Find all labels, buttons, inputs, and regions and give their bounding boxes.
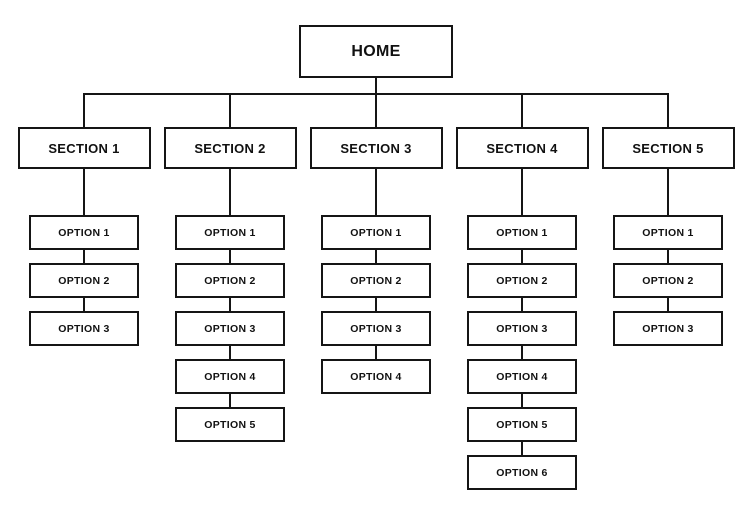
connector — [521, 250, 523, 263]
connector — [375, 346, 377, 359]
option-label: OPTION 1 — [204, 226, 256, 239]
section-5-option-3-node: OPTION 3 — [613, 311, 723, 346]
option-label: OPTION 2 — [496, 274, 548, 287]
connector — [83, 250, 85, 263]
section-2-node: SECTION 2 — [163, 127, 297, 169]
section-5-options-connector — [667, 169, 669, 215]
section-4-options-connector — [521, 169, 523, 215]
section-1-option-3-node: OPTION 3 — [29, 311, 139, 346]
column-section-3: SECTION 3 OPTION 1 OPTION 2 OPTION 3 OPT… — [309, 127, 443, 394]
option-label: OPTION 3 — [58, 322, 110, 335]
option-label: OPTION 3 — [350, 322, 402, 335]
section-1-option-2-node: OPTION 2 — [29, 263, 139, 298]
section-4-label: SECTION 4 — [486, 140, 558, 156]
section-4-option-6-node: OPTION 6 — [467, 455, 577, 490]
section-1-node: SECTION 1 — [17, 127, 151, 169]
home-stub-connector — [375, 78, 377, 93]
section-4-option-4-node: OPTION 4 — [467, 359, 577, 394]
section-1-option-1-node: OPTION 1 — [29, 215, 139, 250]
section-2-option-5-node: OPTION 5 — [175, 407, 285, 442]
connector — [229, 394, 231, 407]
section-5-label: SECTION 5 — [632, 140, 704, 156]
connector — [521, 346, 523, 359]
section-3-option-1-node: OPTION 1 — [321, 215, 431, 250]
section-3-option-2-node: OPTION 2 — [321, 263, 431, 298]
connector — [229, 250, 231, 263]
option-label: OPTION 2 — [642, 274, 694, 287]
option-label: OPTION 2 — [350, 274, 402, 287]
connector — [521, 298, 523, 311]
connector — [667, 298, 669, 311]
section-3-options-connector — [375, 169, 377, 215]
option-label: OPTION 3 — [496, 322, 548, 335]
section-1-label: SECTION 1 — [48, 140, 120, 156]
option-label: OPTION 1 — [496, 226, 548, 239]
option-label: OPTION 3 — [642, 322, 694, 335]
section-4-drop-connector — [521, 95, 523, 127]
section-1-drop-connector — [83, 95, 85, 127]
option-label: OPTION 6 — [496, 466, 548, 479]
section-2-drop-connector — [229, 95, 231, 127]
section-4-node: SECTION 4 — [455, 127, 589, 169]
option-label: OPTION 4 — [350, 370, 402, 383]
column-section-1: SECTION 1 OPTION 1 OPTION 2 OPTION 3 — [17, 127, 151, 346]
option-label: OPTION 5 — [204, 418, 256, 431]
section-3-option-3-node: OPTION 3 — [321, 311, 431, 346]
option-label: OPTION 5 — [496, 418, 548, 431]
section-5-drop-connector — [667, 95, 669, 127]
section-2-options-connector — [229, 169, 231, 215]
section-2-label: SECTION 2 — [194, 140, 266, 156]
option-label: OPTION 1 — [642, 226, 694, 239]
root-horizontal-connector — [83, 93, 669, 95]
section-3-drop-connector — [375, 95, 377, 127]
section-2-option-3-node: OPTION 3 — [175, 311, 285, 346]
connector — [521, 442, 523, 455]
column-section-5: SECTION 5 OPTION 1 OPTION 2 OPTION 3 — [601, 127, 735, 346]
connector — [521, 394, 523, 407]
connector — [83, 298, 85, 311]
section-3-label: SECTION 3 — [340, 140, 412, 156]
option-label: OPTION 4 — [204, 370, 256, 383]
section-1-options-connector — [83, 169, 85, 215]
option-label: OPTION 1 — [350, 226, 402, 239]
section-4-option-1-node: OPTION 1 — [467, 215, 577, 250]
option-label: OPTION 1 — [58, 226, 110, 239]
option-label: OPTION 3 — [204, 322, 256, 335]
section-4-option-3-node: OPTION 3 — [467, 311, 577, 346]
home-node: HOME — [299, 25, 453, 78]
section-3-option-4-node: OPTION 4 — [321, 359, 431, 394]
section-3-node: SECTION 3 — [309, 127, 443, 169]
section-4-option-5-node: OPTION 5 — [467, 407, 577, 442]
column-section-2: SECTION 2 OPTION 1 OPTION 2 OPTION 3 OPT… — [163, 127, 297, 442]
connector — [229, 346, 231, 359]
section-5-option-1-node: OPTION 1 — [613, 215, 723, 250]
section-2-option-4-node: OPTION 4 — [175, 359, 285, 394]
section-2-option-1-node: OPTION 1 — [175, 215, 285, 250]
section-5-option-2-node: OPTION 2 — [613, 263, 723, 298]
section-2-option-2-node: OPTION 2 — [175, 263, 285, 298]
home-label: HOME — [351, 42, 401, 60]
section-5-node: SECTION 5 — [601, 127, 735, 169]
connector — [229, 298, 231, 311]
option-label: OPTION 4 — [496, 370, 548, 383]
option-label: OPTION 2 — [204, 274, 256, 287]
connector — [375, 250, 377, 263]
column-section-4: SECTION 4 OPTION 1 OPTION 2 OPTION 3 OPT… — [455, 127, 589, 490]
option-label: OPTION 2 — [58, 274, 110, 287]
section-4-option-2-node: OPTION 2 — [467, 263, 577, 298]
connector — [375, 298, 377, 311]
connector — [667, 250, 669, 263]
